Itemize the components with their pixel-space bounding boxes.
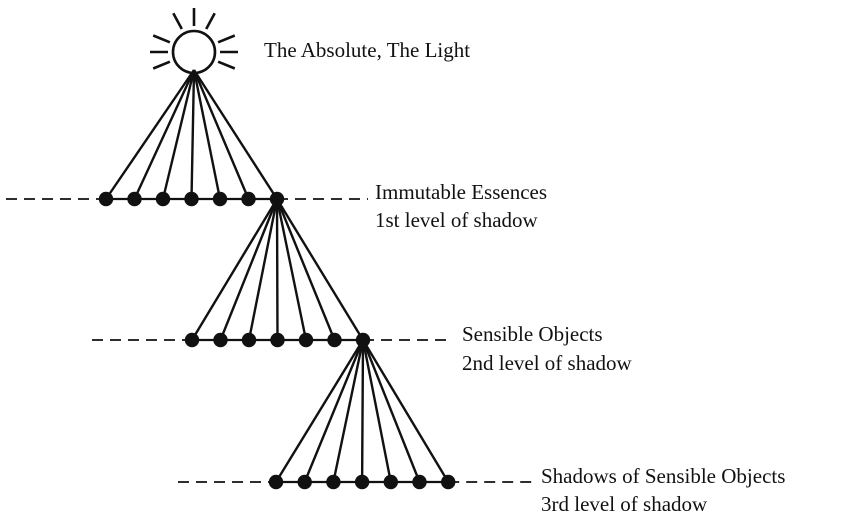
level-2-node [184, 332, 200, 348]
level-2-node [270, 332, 285, 348]
ray-level-1 [105, 69, 195, 200]
sun-icon [150, 8, 238, 75]
ray-level-1 [192, 69, 279, 200]
level-2-node [355, 332, 371, 348]
ray-level-1 [161, 69, 196, 200]
ray-level-2 [190, 198, 279, 341]
ray-level-2 [275, 198, 365, 341]
ray-level-2 [247, 198, 279, 341]
level-2-node [327, 332, 342, 348]
level-2-node [298, 332, 314, 348]
ray-level-3 [303, 339, 365, 483]
ray-level-1 [192, 69, 222, 200]
level-3-node [412, 474, 427, 490]
ray-level-3 [361, 339, 392, 483]
ray-level-3 [332, 339, 365, 483]
level-3-shadow-label: 3rd level of shadow [541, 492, 708, 516]
emanation-rays [105, 69, 450, 483]
sun-ray [217, 34, 236, 44]
level-3-node [383, 474, 398, 490]
ray-level-2 [275, 198, 279, 341]
level-2-name: Sensible Objects [462, 322, 603, 346]
level-3-node [297, 474, 312, 490]
level-1-shadow-label: 1st level of shadow [375, 208, 538, 232]
level-1-node [269, 191, 285, 207]
sun-ray [152, 34, 171, 44]
level-3-node [441, 474, 456, 490]
ray-level-1 [133, 69, 196, 200]
level-3-node [326, 474, 341, 490]
level-3-node [268, 474, 284, 490]
ray-level-2 [275, 198, 336, 341]
level-1-node [184, 191, 199, 207]
level-2-node [213, 332, 228, 348]
level-3-node [354, 474, 370, 490]
level-1-node [127, 191, 142, 207]
sun-ray [217, 60, 236, 70]
ray-level-3 [361, 339, 421, 483]
sun-ray [205, 12, 216, 30]
ray-level-2 [219, 198, 279, 341]
ray-level-1 [192, 69, 250, 200]
level-1-node [241, 191, 256, 207]
ray-level-3 [361, 339, 450, 483]
level-2-shadow-label: 2nd level of shadow [462, 351, 632, 375]
level-1-node [212, 191, 228, 207]
level-1-name: Immutable Essences [375, 180, 548, 204]
sun-ray [172, 12, 183, 30]
level-2-node [241, 332, 257, 348]
ray-level-2 [275, 198, 308, 341]
ray-level-3 [360, 339, 365, 483]
ray-level-3 [274, 339, 365, 483]
level-1-node [155, 191, 171, 207]
source-label: The Absolute, The Light [264, 38, 471, 62]
sun-disc [171, 29, 217, 75]
level-1-node [98, 191, 114, 207]
shadow-levels [6, 191, 534, 490]
level-3-name: Shadows of Sensible Objects [541, 464, 786, 488]
sun-ray [152, 60, 171, 70]
ray-level-1 [190, 69, 196, 200]
